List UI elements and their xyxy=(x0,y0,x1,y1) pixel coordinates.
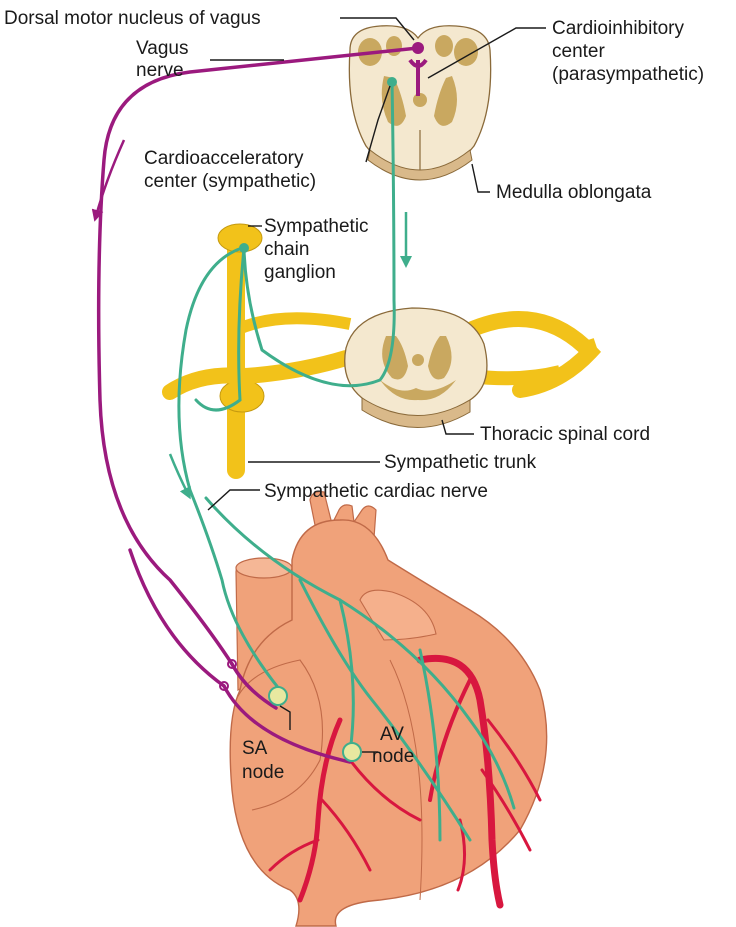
sa-node xyxy=(269,687,287,705)
vagus-direction-arrow xyxy=(96,140,124,216)
label-cardioinhibitory-line2: center xyxy=(552,41,605,62)
label-dorsal-motor-nucleus: Dorsal motor nucleus of vagus xyxy=(4,8,261,29)
label-sa-node-line1: SA xyxy=(242,738,268,759)
label-medulla-oblongata: Medulla oblongata xyxy=(496,182,652,203)
label-sympathetic-trunk: Sympathetic trunk xyxy=(384,452,537,473)
av-node xyxy=(343,743,361,761)
label-av-node-line1: AV xyxy=(380,724,404,745)
label-av-node-line2: node xyxy=(372,746,414,767)
label-sympathetic-cardiac-nerve: Sympathetic cardiac nerve xyxy=(264,481,488,502)
label-vagus-line1: Vagus xyxy=(136,38,188,59)
heart xyxy=(230,492,546,926)
label-thoracic-spinal-cord: Thoracic spinal cord xyxy=(480,424,650,445)
label-chain-ganglion-line2: chain xyxy=(264,239,309,260)
label-chain-ganglion-line3: ganglion xyxy=(264,262,336,283)
dorsal-motor-nucleus-dot xyxy=(412,42,424,54)
label-cardioinhibitory-line1: Cardioinhibitory xyxy=(552,18,685,39)
label-cardioacceleratory-line1: Cardioacceleratory xyxy=(144,148,304,169)
cardioacceleratory-center-dot xyxy=(387,77,397,87)
thoracic-spinal-cord-section xyxy=(345,308,487,428)
label-chain-ganglion-line1: Sympathetic xyxy=(264,216,369,237)
label-cardioinhibitory-line3: (parasympathetic) xyxy=(552,64,704,85)
label-sa-node-line2: node xyxy=(242,762,284,783)
label-vagus-line2: nerve xyxy=(136,60,184,81)
label-cardioacceleratory-line2: center (sympathetic) xyxy=(144,171,316,192)
